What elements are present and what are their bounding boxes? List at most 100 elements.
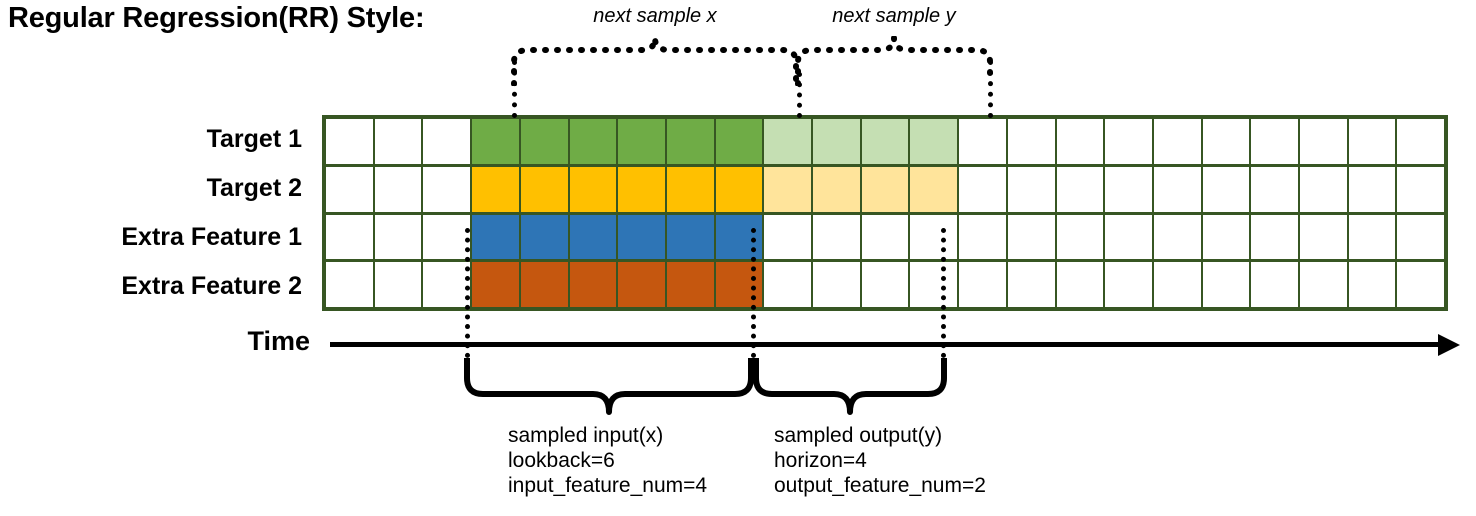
time-axis-line xyxy=(330,342,1442,347)
timeline-cell-r2-c19 xyxy=(1251,214,1299,260)
timeline-cell-r0-c17 xyxy=(1153,119,1201,164)
timeline-cell-r3-c0 xyxy=(326,262,373,307)
bottom-label-sampled-output-line-1: sampled output(y) xyxy=(774,424,943,447)
timeline-cell-r2-c21 xyxy=(1348,214,1396,260)
timeline-cell-r1-c16 xyxy=(1105,166,1152,212)
timeline-cell-r2-c6 xyxy=(618,214,665,260)
bottom-label-sampled-input-line-2: lookback=6 xyxy=(508,449,615,472)
timeline-cell-r3-c6 xyxy=(618,262,665,307)
row-label-target-2: Target 2 xyxy=(206,174,302,202)
timeline-cell-r3-c3 xyxy=(472,262,519,307)
timeline-cell-r1-c12 xyxy=(910,166,958,212)
timeline-cell-r1-c1 xyxy=(374,166,422,212)
timeline-cell-r0-c4 xyxy=(520,119,568,164)
timeline-cell-r1-c0 xyxy=(326,166,373,212)
timeline-cell-r2-c0 xyxy=(326,214,373,260)
guide-line-top-input-start xyxy=(512,60,517,118)
row-label-extra-feature-1: Extra Feature 1 xyxy=(121,223,302,251)
timeline-cell-r3-c15 xyxy=(1056,262,1104,307)
timeline-cell-r0-c9 xyxy=(764,119,812,164)
timeline-cell-r2-c4 xyxy=(520,214,568,260)
timeline-cell-r1-c13 xyxy=(959,166,1006,212)
timeline-cell-r0-c12 xyxy=(910,119,958,164)
timeline-cell-r0-c6 xyxy=(618,119,665,164)
timeline-cell-r1-c9 xyxy=(764,166,812,212)
timeline-cell-r1-c17 xyxy=(1153,166,1201,212)
timeline-cell-r0-c11 xyxy=(861,119,909,164)
timeline-cell-r3-c10 xyxy=(813,262,860,307)
bottom-label-sampled-input-line-1: sampled input(x) xyxy=(508,424,664,447)
row-label-target-1: Target 1 xyxy=(206,125,302,153)
timeline-cell-r3-c7 xyxy=(666,262,714,307)
top-brace-label-next-sample-y: next sample y xyxy=(832,5,956,27)
timeline-cell-r2-c11 xyxy=(861,214,909,260)
timeline-cell-r1-c19 xyxy=(1251,166,1299,212)
timeline-cell-r1-c15 xyxy=(1056,166,1104,212)
timeline-cell-r0-c14 xyxy=(1007,119,1055,164)
timeline-cell-r1-c2 xyxy=(423,166,471,212)
top-brace-label-next-sample-x: next sample x xyxy=(593,5,717,27)
timeline-cell-r3-c9 xyxy=(764,262,812,307)
guide-line-input-end xyxy=(751,228,756,358)
timeline-cell-r1-c5 xyxy=(569,166,617,212)
timeline-cell-r1-c7 xyxy=(666,166,714,212)
timeline-cell-r3-c11 xyxy=(861,262,909,307)
timeline-cell-r1-c6 xyxy=(618,166,665,212)
bottom-brace-sampled-output xyxy=(753,358,947,415)
timeline-cell-r2-c7 xyxy=(666,214,714,260)
bottom-label-sampled-input: sampled input(x) lookback=6 input_featur… xyxy=(508,423,707,498)
bottom-label-sampled-output-line-2: horizon=4 xyxy=(774,449,867,472)
timeline-cell-r0-c8 xyxy=(715,119,763,164)
timeline-cell-r0-c21 xyxy=(1348,119,1396,164)
page-title: Regular Regression(RR) Style: xyxy=(8,2,425,34)
timeline-cell-r0-c20 xyxy=(1300,119,1347,164)
timeline-cell-r2-c3 xyxy=(472,214,519,260)
timeline-cell-r1-c20 xyxy=(1300,166,1347,212)
top-brace-next-sample-y xyxy=(795,37,993,86)
timeline-cell-r0-c0 xyxy=(326,119,373,164)
timeline-cell-r3-c18 xyxy=(1202,262,1250,307)
timeline-cell-r0-c5 xyxy=(569,119,617,164)
timeline-cell-r2-c22 xyxy=(1397,214,1445,260)
timeline-cell-r1-c22 xyxy=(1397,166,1445,212)
bottom-label-sampled-output: sampled output(y) horizon=4 output_featu… xyxy=(774,423,986,498)
timeline-grid-row xyxy=(326,166,1445,212)
timeline-cell-r1-c3 xyxy=(472,166,519,212)
timeline-cell-r0-c1 xyxy=(374,119,422,164)
timeline-cell-r3-c20 xyxy=(1300,262,1347,307)
timeline-cell-r2-c9 xyxy=(764,214,812,260)
timeline-cell-r3-c14 xyxy=(1007,262,1055,307)
timeline-cell-r1-c14 xyxy=(1007,166,1055,212)
timeline-grid-row xyxy=(326,262,1445,307)
timeline-cell-r1-c8 xyxy=(715,166,763,212)
timeline-cell-r1-c4 xyxy=(520,166,568,212)
timeline-cell-r3-c13 xyxy=(959,262,1006,307)
bottom-label-sampled-output-line-3: output_feature_num=2 xyxy=(774,474,986,497)
timeline-cell-r2-c18 xyxy=(1202,214,1250,260)
timeline-grid-row xyxy=(326,119,1445,164)
timeline-cell-r1-c10 xyxy=(813,166,860,212)
time-axis-arrow-icon xyxy=(1438,334,1460,356)
timeline-cell-r2-c5 xyxy=(569,214,617,260)
timeline-cell-r3-c4 xyxy=(520,262,568,307)
timeline-cell-r3-c16 xyxy=(1105,262,1152,307)
timeline-cell-r2-c10 xyxy=(813,214,860,260)
timeline-cell-r0-c16 xyxy=(1105,119,1152,164)
timeline-cell-r3-c22 xyxy=(1397,262,1445,307)
guide-line-input-start xyxy=(465,228,470,358)
timeline-cell-r0-c3 xyxy=(472,119,519,164)
timeline-cell-r2-c15 xyxy=(1056,214,1104,260)
row-label-extra-feature-2: Extra Feature 2 xyxy=(121,272,302,300)
timeline-cell-r2-c14 xyxy=(1007,214,1055,260)
bottom-brace-sampled-input xyxy=(464,358,754,415)
timeline-grid xyxy=(322,115,1448,311)
timeline-cell-r2-c1 xyxy=(374,214,422,260)
timeline-cell-r3-c12 xyxy=(910,262,958,307)
timeline-cell-r3-c5 xyxy=(569,262,617,307)
timeline-cell-r0-c10 xyxy=(813,119,860,164)
guide-line-output-end xyxy=(941,228,946,358)
timeline-cell-r1-c18 xyxy=(1202,166,1250,212)
top-brace-next-sample-x xyxy=(511,37,799,86)
guide-line-top-output-end xyxy=(988,60,993,118)
row-label-list: Target 1 Target 2 Extra Feature 1 Extra … xyxy=(0,115,312,311)
